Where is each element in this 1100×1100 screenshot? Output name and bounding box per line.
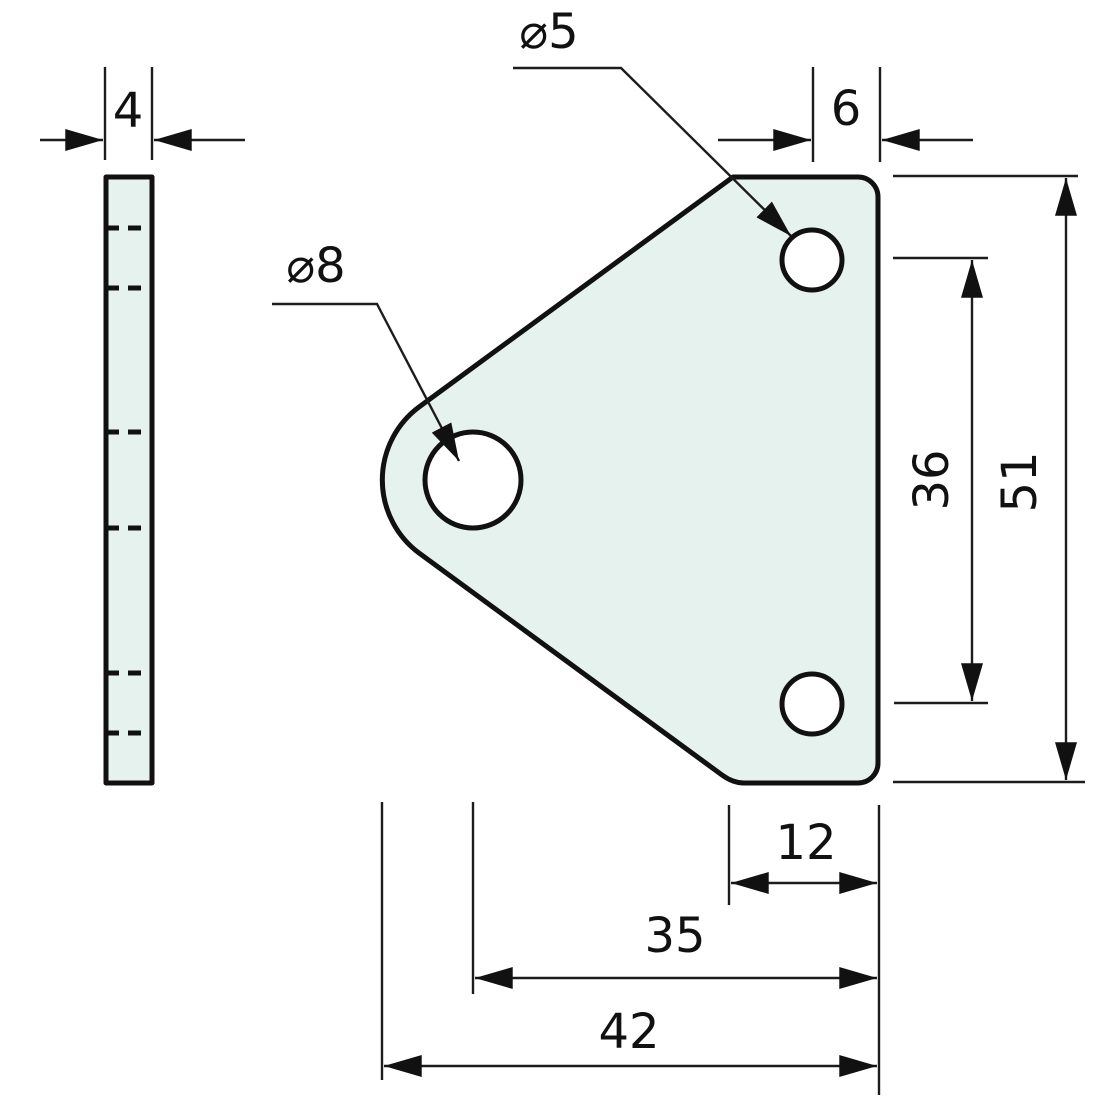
- dim-hole-offset: 6: [718, 67, 973, 162]
- side-view-plate-section: [103, 174, 155, 786]
- leader-line: [272, 302, 461, 462]
- dim-thickness-label: 4: [113, 83, 144, 139]
- dia-large-label: ⌀8: [286, 238, 345, 294]
- dim-thickness: 4: [40, 67, 245, 160]
- dim-total-width-label: 42: [598, 1004, 659, 1060]
- side-view: [103, 174, 155, 786]
- dim-bottom-edge: 12: [727, 805, 881, 1095]
- leader-line: [513, 66, 792, 237]
- leader-dia-small: ⌀5: [513, 4, 792, 237]
- dia-small-label: ⌀5: [519, 4, 578, 60]
- dim-hole-spacing: 36: [893, 256, 988, 705]
- dim-total-width: 42: [380, 802, 877, 1080]
- dim-total-height: 51: [893, 174, 1085, 784]
- dim-total-height-label: 51: [992, 451, 1048, 512]
- plate-outline: [379, 174, 881, 786]
- dim-hole-to-edge: 35: [471, 802, 877, 994]
- dim-bottom-edge-label: 12: [775, 815, 836, 871]
- dim-hole-to-edge-label: 35: [644, 908, 705, 964]
- dim-hole-offset-label: 6: [831, 81, 862, 137]
- dim-hole-spacing-label: 36: [904, 449, 960, 510]
- large-hole: [422, 429, 524, 531]
- front-view: [379, 174, 881, 786]
- bottom-right-hole: [779, 671, 845, 737]
- top-right-hole: [779, 227, 845, 293]
- leader-dia-large: ⌀8: [272, 238, 461, 462]
